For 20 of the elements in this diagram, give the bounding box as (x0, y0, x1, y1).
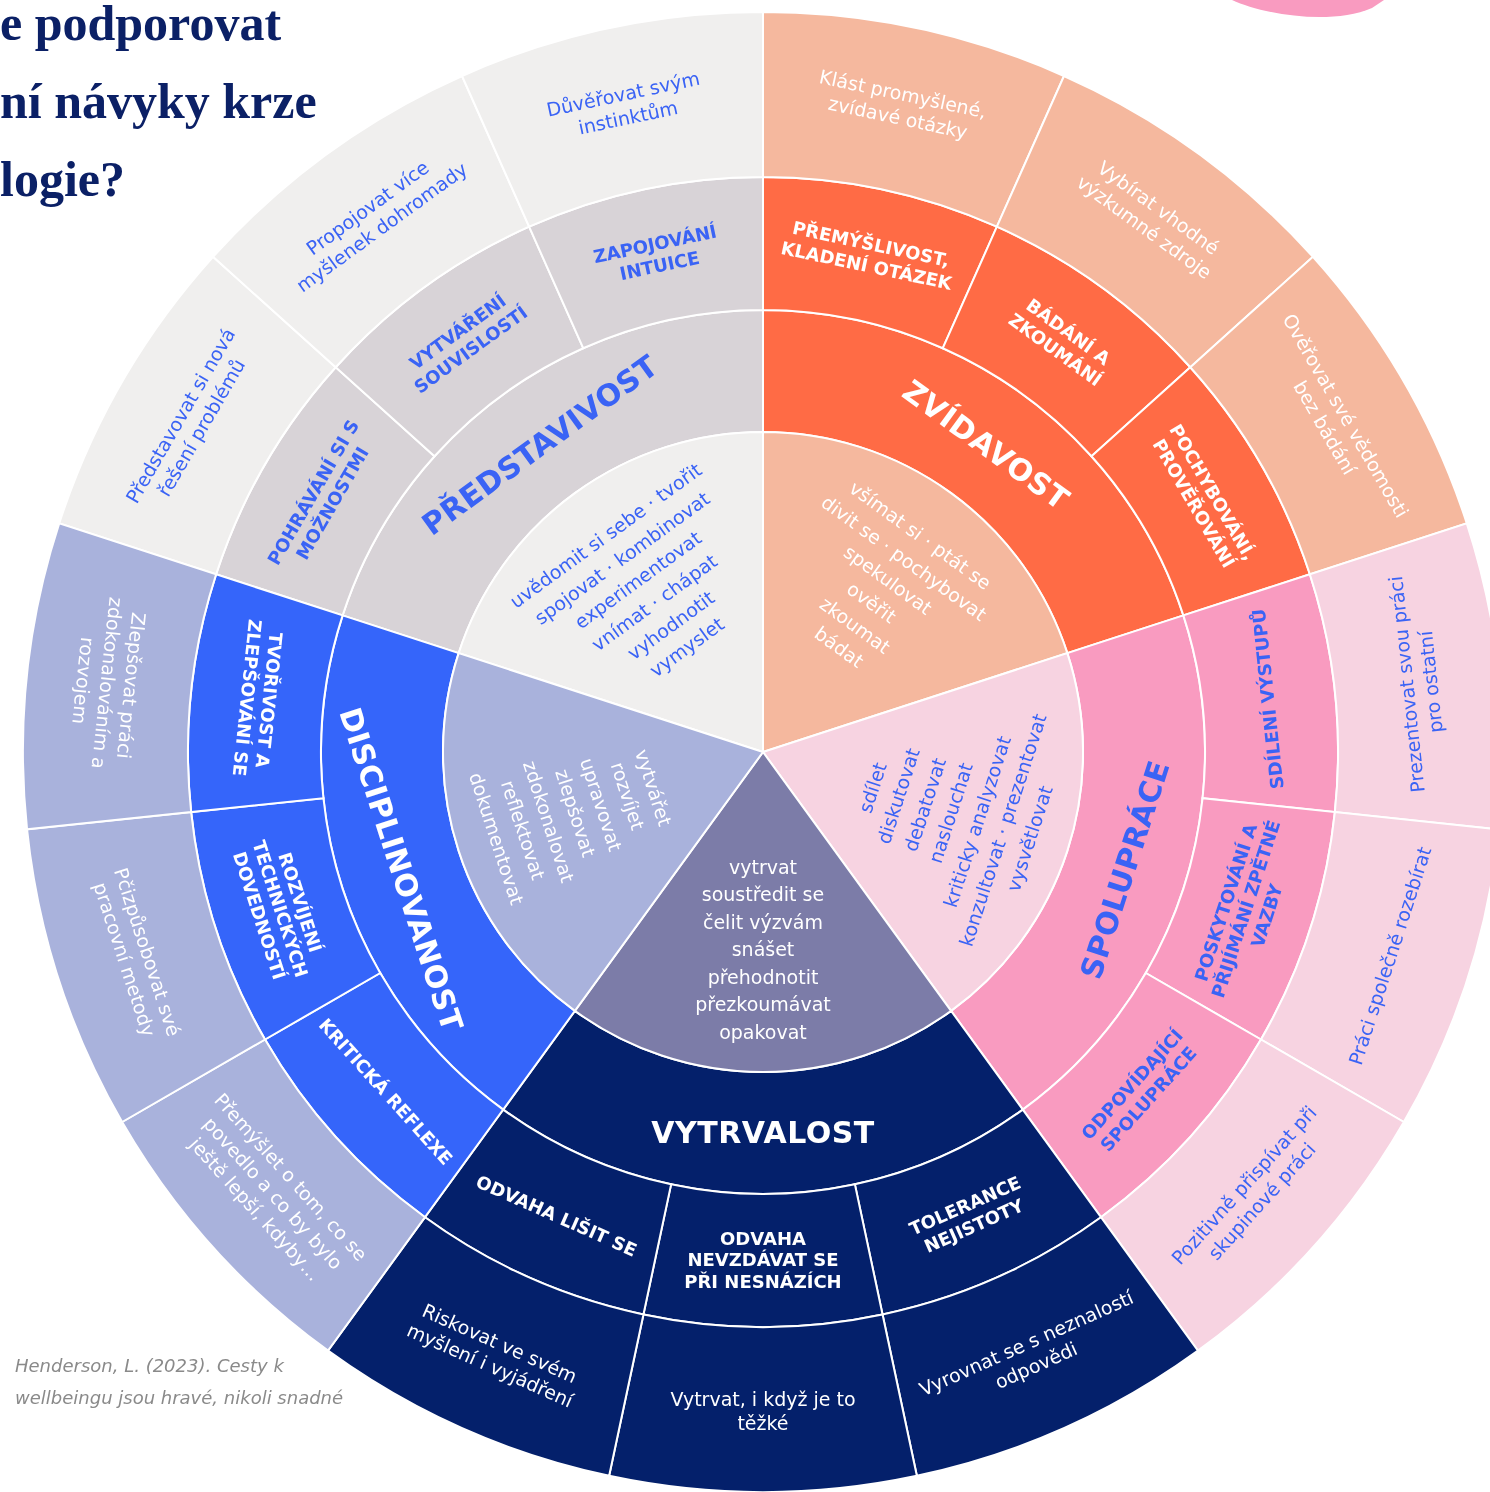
ring-segment (22, 522, 218, 831)
verb-text: opakovat (719, 1019, 807, 1045)
ring-segment (608, 1313, 918, 1492)
verb-text: přezkoumávat (695, 992, 831, 1018)
habit-description: Prezentovat svou práci pro ostatní (1383, 574, 1448, 796)
habit-label: TVOŘIVOST A ZLEPŠOVÁNÍ SE (227, 617, 288, 780)
verb-text: soustředit se (701, 882, 825, 908)
habit-description: Zlepšovat práci zdokonalováním a rozvojem (67, 595, 151, 773)
citation: Henderson, L. (2023). Cesty k wellbeingu jsou hravé, nikoli snadné (15, 1354, 345, 1410)
habit-label: SDÍLENÍ VÝSTUPŮ (1248, 607, 1289, 791)
verb-text: vytrvat (728, 854, 798, 880)
ring-segment (1182, 573, 1339, 814)
habit-description: Vytrvat, i když je to těžké (669, 1388, 857, 1436)
ring-segment (528, 176, 764, 350)
category-label: VYTRVALOST (651, 1114, 875, 1150)
verb-text: snášet (731, 937, 795, 963)
verb-text: přehodnotit (707, 964, 819, 990)
habit-label: ODVAHA NEVZDÁVAT SE PŘI NESNÁZÍCH (683, 1227, 843, 1293)
verb-text: čelit výzvám (702, 909, 823, 935)
title: e podporovat ní návyky krze logie? (0, 0, 317, 207)
